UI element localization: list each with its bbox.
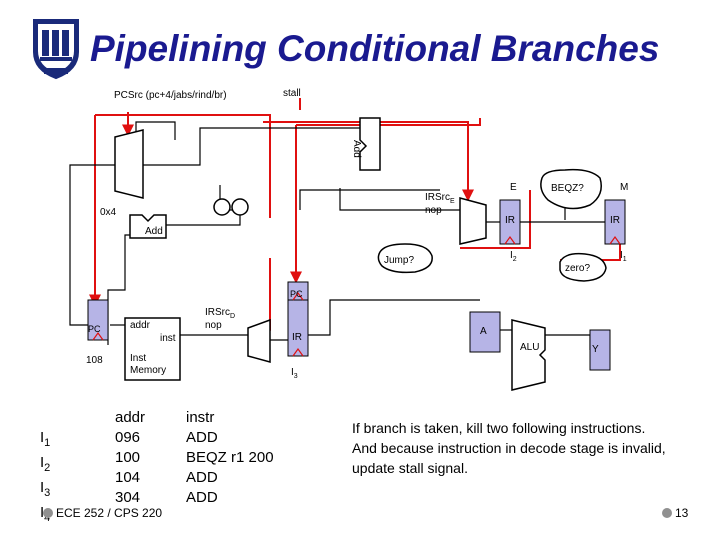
- irsrc-d-label: IRSrcD: [205, 307, 236, 320]
- ir-m-label: IR: [610, 215, 620, 226]
- memory-label-2: Memory: [130, 365, 167, 376]
- a-label: A: [480, 326, 487, 337]
- const-label: 0x4: [100, 207, 117, 218]
- program-addr-column: addr 096 100 104 304: [115, 408, 145, 508]
- table-cell: 100: [115, 449, 141, 466]
- explanation-note: If branch is taken, kill two following i…: [352, 420, 666, 476]
- inst-label: inst: [160, 333, 176, 344]
- i3-label: I3: [291, 367, 298, 380]
- jump-label: Jump?: [384, 255, 415, 266]
- table-cell: 096: [115, 429, 141, 446]
- pc-f-label: PC: [88, 324, 101, 334]
- table-cell: BEQZ r1 200: [186, 449, 274, 466]
- page-number: 13: [675, 506, 689, 520]
- footer-text: ECE 252 / CPS 220: [56, 506, 163, 520]
- memory-label-1: Inst: [130, 353, 147, 364]
- program-instr-column: instr ADD BEQZ r1 200 ADD ADD: [186, 408, 274, 508]
- table-cell: ADD: [186, 469, 218, 486]
- y-label: Y: [592, 344, 599, 355]
- pipeline-registers: [87, 199, 626, 371]
- pc4-adder: [129, 214, 167, 239]
- alu-unit: [511, 319, 546, 391]
- table-cell: 304: [115, 489, 141, 506]
- slide-title: Pipelining Conditional Branches: [90, 28, 660, 69]
- stage-m-label: M: [620, 182, 629, 193]
- zero-label: zero?: [565, 263, 591, 274]
- pcsrc-label: PCSrc (pc+4/jabs/rind/br): [114, 90, 227, 101]
- pcsrc-mux: [114, 129, 144, 199]
- zero-logic: [559, 252, 607, 282]
- jump-logic: [377, 243, 433, 274]
- alu-label: ALU: [520, 342, 540, 353]
- branch-adder: [359, 117, 381, 171]
- pc-d-label: PC: [290, 289, 303, 299]
- row-label: I3: [40, 479, 51, 499]
- ir-mux-execute: [459, 197, 487, 245]
- stage-e-label: E: [510, 182, 517, 193]
- row-label: I1: [40, 429, 51, 449]
- irsrc-e-label: IRSrcE: [425, 192, 455, 205]
- ir-mux-decode: [247, 318, 271, 363]
- nop-d-label: nop: [205, 320, 222, 331]
- program-row-labels: I1 I2 I3 I4: [40, 428, 50, 528]
- instruction-memory: [124, 317, 181, 381]
- ir-e-label: IR: [505, 215, 515, 226]
- row-label: I4: [40, 504, 51, 524]
- addr-header: addr: [115, 409, 146, 426]
- i2-label: I2: [510, 250, 517, 263]
- i1-label: I1: [620, 250, 627, 263]
- nop-e-label: nop: [425, 205, 442, 216]
- row-label: I2: [40, 454, 51, 474]
- table-cell: ADD: [186, 489, 218, 506]
- stall-label: stall: [283, 88, 301, 99]
- add-mid-label: Add: [145, 226, 163, 237]
- addr-label: addr: [130, 320, 151, 331]
- instr-header: instr: [186, 409, 215, 426]
- table-cell: ADD: [186, 429, 218, 446]
- table-cell: 104: [115, 469, 141, 486]
- pc-value: 108: [86, 355, 103, 366]
- beqz-label: BEQZ?: [551, 183, 584, 194]
- ir-d-label: IR: [292, 332, 302, 343]
- bullet-icon: [662, 508, 672, 518]
- bullet-icon: [43, 508, 53, 518]
- beqz-logic: [540, 168, 602, 210]
